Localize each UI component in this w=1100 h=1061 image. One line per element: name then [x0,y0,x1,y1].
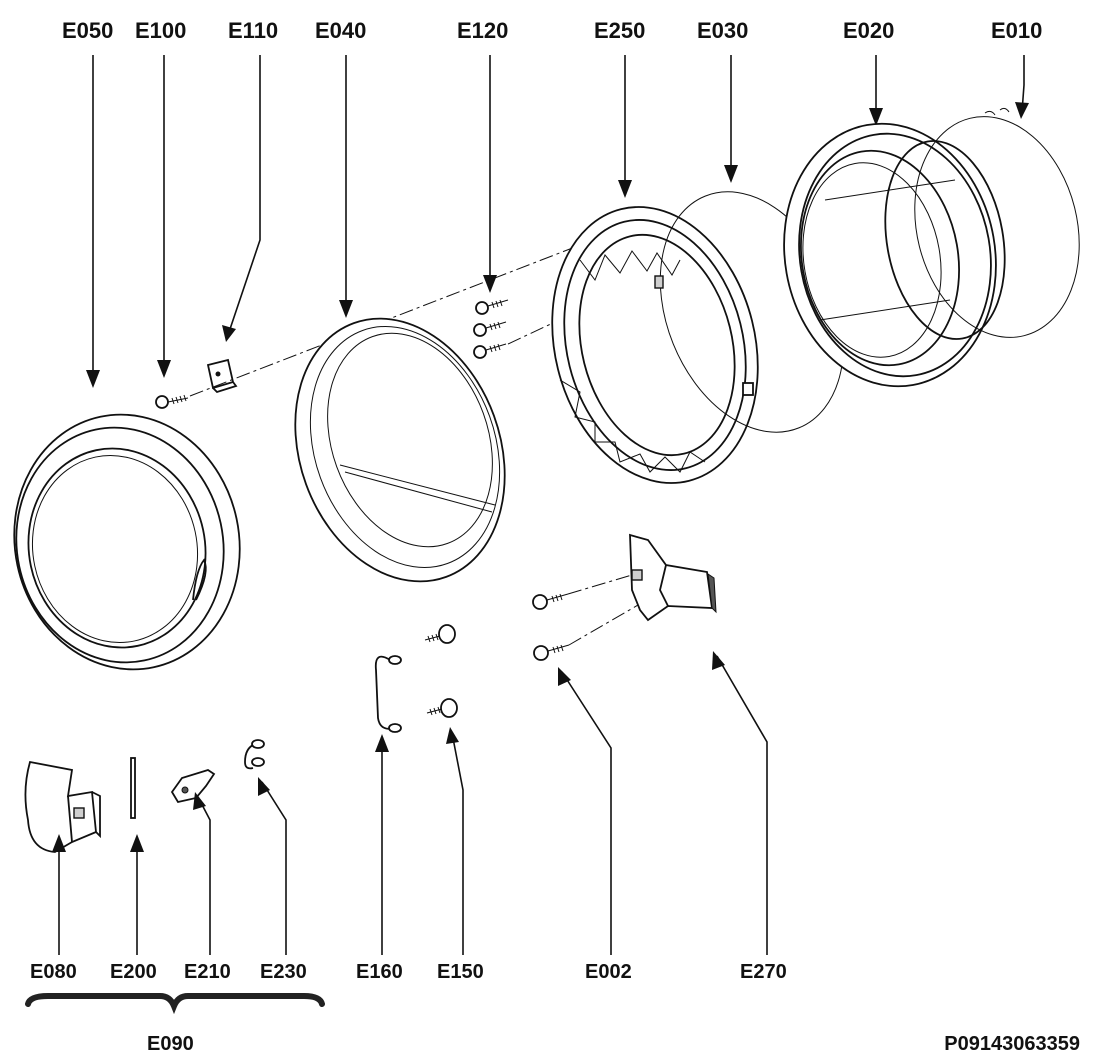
label-e040: E040 [315,18,366,43]
spring-icon [244,739,265,770]
label-e200: E200 [110,961,157,983]
door-hinge-icon [629,533,717,622]
hinge-spring-icon [374,655,402,733]
screw-icon [155,394,189,409]
hinge-screw-icon [424,624,458,718]
assembly-axis-3 [567,574,633,595]
spring-wire-icon [914,107,1080,338]
label-e250: E250 [594,18,645,43]
label-e210: E210 [184,961,231,983]
group-brace [25,993,325,1015]
label-e020: E020 [843,18,894,43]
inner-door-frame-icon [551,206,759,484]
label-e100: E100 [135,18,186,43]
door-glass-bowl-icon [294,317,506,583]
label-e010: E010 [991,18,1042,43]
label-e270: E270 [740,961,787,983]
label-e120: E120 [457,18,508,43]
bottom-leader-lines [52,651,768,955]
label-e110: E110 [228,18,278,43]
door-seal-gasket-icon [783,122,1006,388]
door-handle-icon [24,760,101,853]
pin-icon [130,757,136,819]
label-e230: E230 [260,961,307,983]
label-e090: E090 [147,1033,194,1055]
screw-set-icon [473,299,509,359]
door-outer-frame-icon [13,413,241,671]
reference-number: P09143063359 [944,1033,1080,1055]
assembly-axis-4 [568,604,639,646]
top-leader-lines [86,55,1029,388]
screw-icon [532,593,570,661]
latch-hook-icon [170,769,216,804]
label-e002: E002 [585,961,632,983]
clip-block-icon [206,358,238,394]
assembly-axis-2 [507,321,556,345]
label-e160: E160 [356,961,403,983]
label-e050: E050 [62,18,113,43]
label-e030: E030 [697,18,748,43]
label-e080: E080 [30,961,77,983]
label-e150: E150 [437,961,484,983]
